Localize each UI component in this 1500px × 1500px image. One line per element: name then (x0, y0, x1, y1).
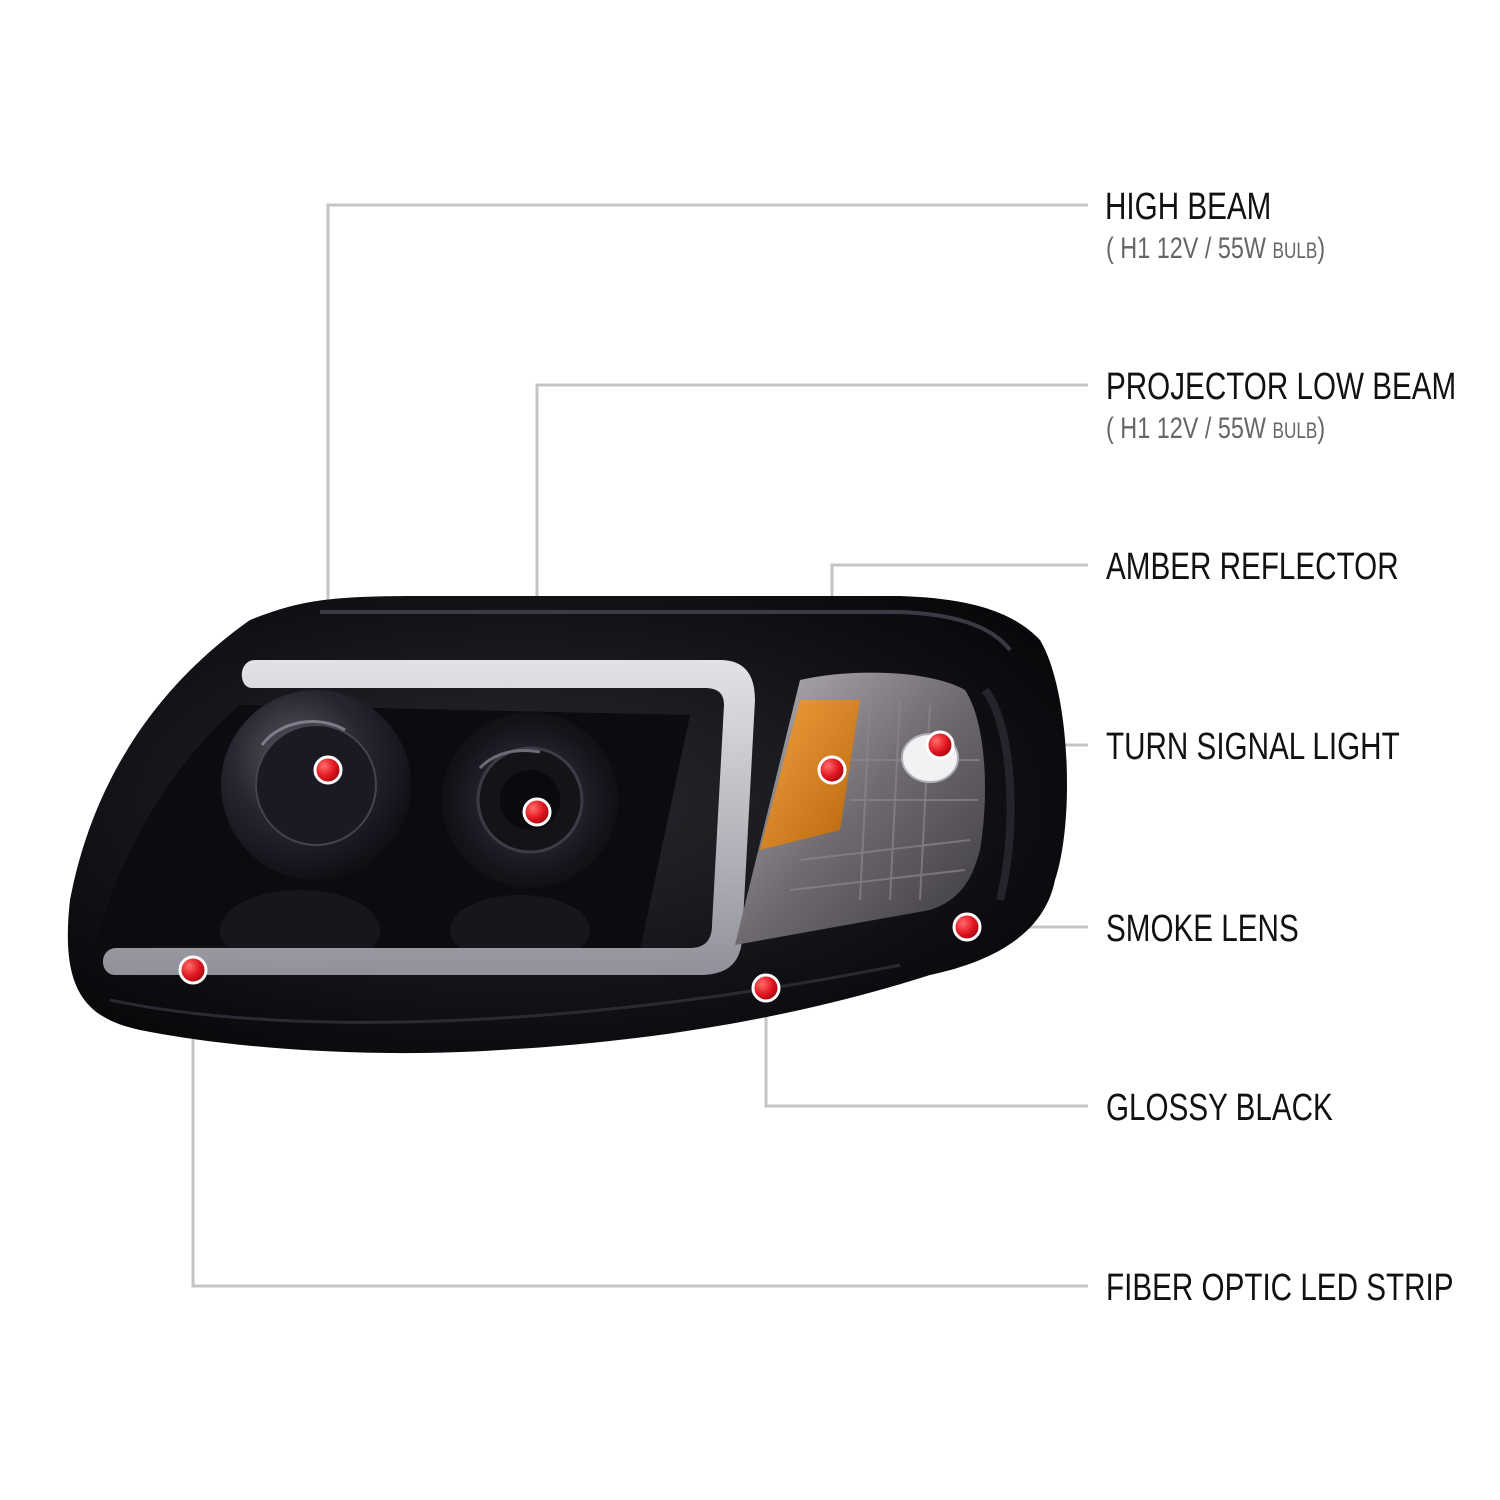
sub-paren-close: ) (1317, 232, 1326, 265)
callout-label-high-beam: HIGH BEAM (1105, 186, 1272, 228)
leader-line-glossy-black (764, 988, 1088, 1108)
callout-label-smoke-lens: SMOKE LENS (1106, 908, 1299, 950)
projector-low-beam-lens (442, 712, 618, 888)
marker-dot-projector-low-beam (522, 797, 552, 827)
callout-label-turn-signal-light: TURN SIGNAL LIGHT (1106, 726, 1400, 768)
callout-label-fiber-optic-led-strip: FIBER OPTIC LED STRIP (1106, 1267, 1454, 1309)
lower-reflector-2 (450, 895, 590, 965)
sub-spec: H1 12V / 55W (1120, 412, 1266, 445)
callout-label-projector-low-beam: PROJECTOR LOW BEAM (1106, 366, 1457, 408)
sub-paren-open: ( (1106, 412, 1114, 445)
sub-spec: H1 12V / 55W (1120, 232, 1266, 265)
leader-line-high-beam (326, 203, 1088, 770)
sub-paren-close: ) (1317, 412, 1326, 445)
marker-dots (178, 730, 982, 1003)
marker-dot-glossy-black (751, 973, 781, 1003)
sub-unit: BULB (1272, 238, 1318, 263)
callout-sub-projector-low-beam: ( H1 12V / 55W BULB) (1106, 412, 1325, 446)
corner-lamp (735, 672, 985, 945)
callout-sub-high-beam: ( H1 12V / 55W BULB) (1106, 232, 1325, 266)
marker-dot-smoke-lens (952, 912, 982, 942)
marker-dot-turn-signal-light (925, 730, 955, 760)
callout-label-glossy-black: GLOSSY BLACK (1106, 1087, 1333, 1129)
marker-dot-high-beam (313, 755, 343, 785)
marker-dot-amber-reflector (817, 755, 847, 785)
high-beam-bulb-reflector (221, 690, 411, 880)
leader-line-fiber-optic-led-strip (191, 970, 1088, 1288)
callout-label-amber-reflector: AMBER REFLECTOR (1106, 546, 1399, 588)
sub-unit: BULB (1272, 418, 1318, 443)
marker-dot-fiber-optic-led-strip (178, 955, 208, 985)
sub-paren-open: ( (1106, 232, 1114, 265)
